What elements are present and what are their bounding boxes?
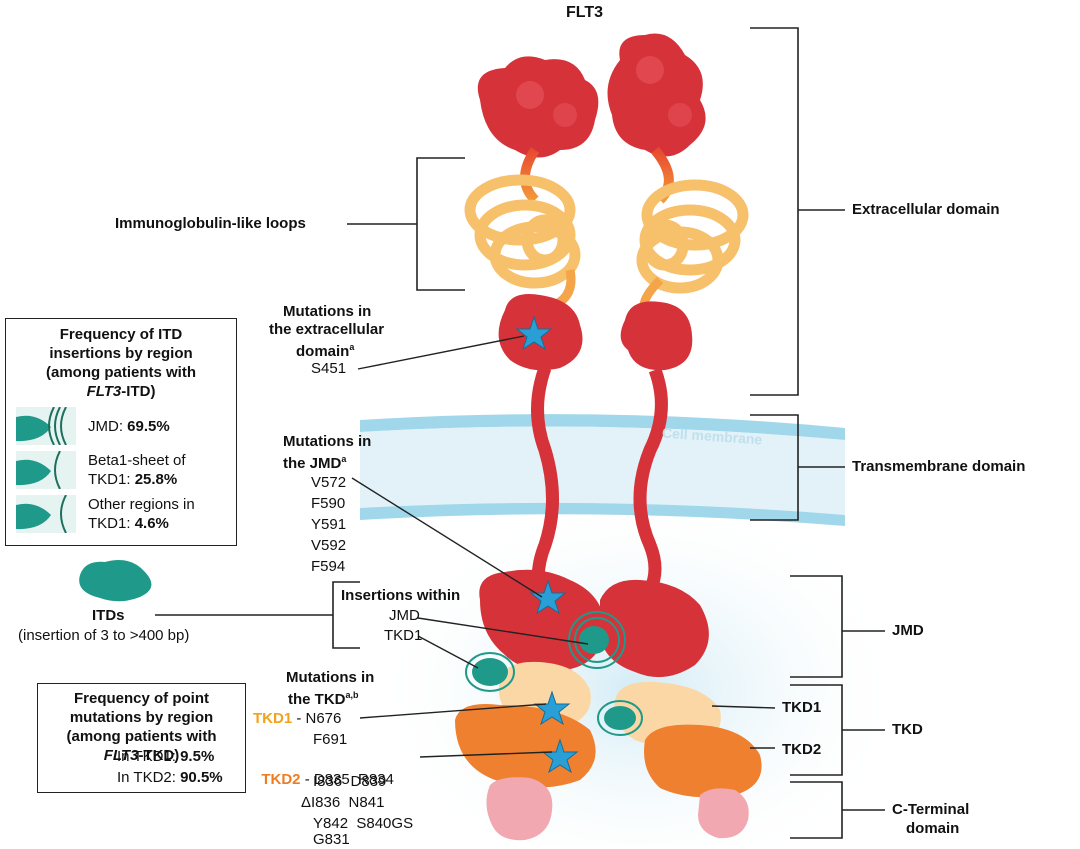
site-y591: Y591 — [311, 516, 347, 533]
point-box-title-3: (among patients with — [66, 728, 217, 745]
tkd2-row-1: I836 D839 — [313, 773, 387, 790]
site-s451: S451 — [311, 360, 347, 377]
itd-box-title-1: Frequency of ITD — [59, 326, 183, 343]
label-tkd-domain: TKD — [892, 721, 923, 738]
domain-brackets — [155, 27, 885, 839]
figure-title: FLT3 — [566, 4, 604, 21]
jmd-mutations-line2: the JMDa — [283, 454, 347, 472]
label-cterminal-line1: C-Terminal — [892, 801, 970, 818]
extracellular-head-left — [477, 56, 599, 158]
star-extracellular — [515, 315, 553, 351]
extracellular-mutations-line2: the extracellular — [269, 321, 385, 338]
itd-jmd-icon — [16, 406, 76, 446]
extracellular-mutations-line1: Mutations in — [283, 303, 372, 320]
point-mutation-frequency-box: Frequency of point mutations by region (… — [37, 683, 246, 793]
transmembrane-helix-right — [633, 367, 668, 593]
tkd2-row-4: G831 — [313, 831, 350, 848]
itd-blob-jmd — [568, 611, 626, 669]
label-cterminal-line2: domain — [906, 820, 960, 837]
point-box-title-1: Frequency of point — [74, 690, 209, 707]
jmd-right — [600, 579, 709, 678]
site-f590: F590 — [311, 495, 346, 512]
point-box-title-2: mutations by region — [69, 709, 214, 726]
site-f594: F594 — [311, 558, 346, 575]
itd-blob-legend — [79, 559, 152, 602]
cell-membrane — [360, 414, 845, 526]
site-v592: V592 — [311, 537, 347, 554]
insertions-title: Insertions within — [341, 587, 461, 604]
point-box-title-4: FLT3-TKD) — [103, 747, 180, 764]
label-jmd-domain: JMD — [892, 622, 924, 639]
site-f691: F691 — [313, 731, 348, 748]
label-extracellular-domain: Extracellular domain — [852, 201, 1000, 218]
cterm-left — [486, 777, 553, 841]
itd-other-icon — [16, 494, 76, 534]
tkd-mutations-line2: the TKDa,b — [288, 690, 359, 708]
extracellular-head-right — [607, 33, 706, 157]
itd-blob-tkd1-left — [465, 652, 515, 692]
itd-box-title-3: (among patients with — [46, 364, 196, 381]
itds-subtitle: (insertion of 3 to >400 bp) — [18, 627, 190, 644]
insertion-tkd1: TKD1 — [384, 627, 423, 644]
tkd2-left — [455, 704, 596, 788]
insertion-jmd: JMD — [389, 607, 420, 624]
itds-title: ITDs — [92, 607, 125, 624]
transmembrane-helix-left — [531, 365, 559, 592]
label-tkd2: TKD2 — [782, 741, 822, 758]
label-tkd1: TKD1 — [782, 699, 822, 716]
label-transmembrane-domain: Transmembrane domain — [852, 458, 1026, 475]
tkd-mutations-line1: Mutations in — [286, 669, 375, 686]
leader-lines — [351, 335, 776, 758]
tkd2-row-2: ΔI836 N841 — [301, 794, 385, 811]
jmd-left — [479, 569, 605, 671]
ig-loops-left — [464, 174, 581, 289]
itd-box-title-4: FLT3-ITD) — [86, 383, 156, 400]
label-ig-loops: Immunoglobulin-like loops — [115, 215, 306, 232]
tkd1-mutations: TKD1 - N676 — [253, 710, 342, 727]
point-row-tkd1: In TKD1: 9.5% — [117, 748, 215, 765]
itd-beta1-icon — [16, 450, 76, 490]
itd-box-title-2: insertions by region — [49, 345, 193, 362]
tkd2-mutations: TKD2 - D835 R834 — [261, 771, 394, 788]
tkd2-row-3: Y842 S840GS — [313, 815, 414, 832]
tkd2-right — [644, 724, 762, 798]
itd-frequency-box: Frequency of ITD insertions by region (a… — [5, 318, 237, 546]
itd-row-jmd: JMD: 69.5% — [16, 406, 236, 451]
ig-loops-right — [636, 179, 749, 294]
point-row-tkd2: In TKD2: 90.5% — [117, 769, 223, 786]
jmd-mutations-line1: Mutations in — [283, 433, 372, 450]
cterm-right — [698, 788, 749, 839]
extracellular-globule-right — [620, 301, 693, 371]
itd-blob-tkd1-right — [597, 700, 643, 736]
extracellular-mutations-line3: domaina — [296, 342, 355, 360]
site-v572: V572 — [311, 474, 347, 491]
